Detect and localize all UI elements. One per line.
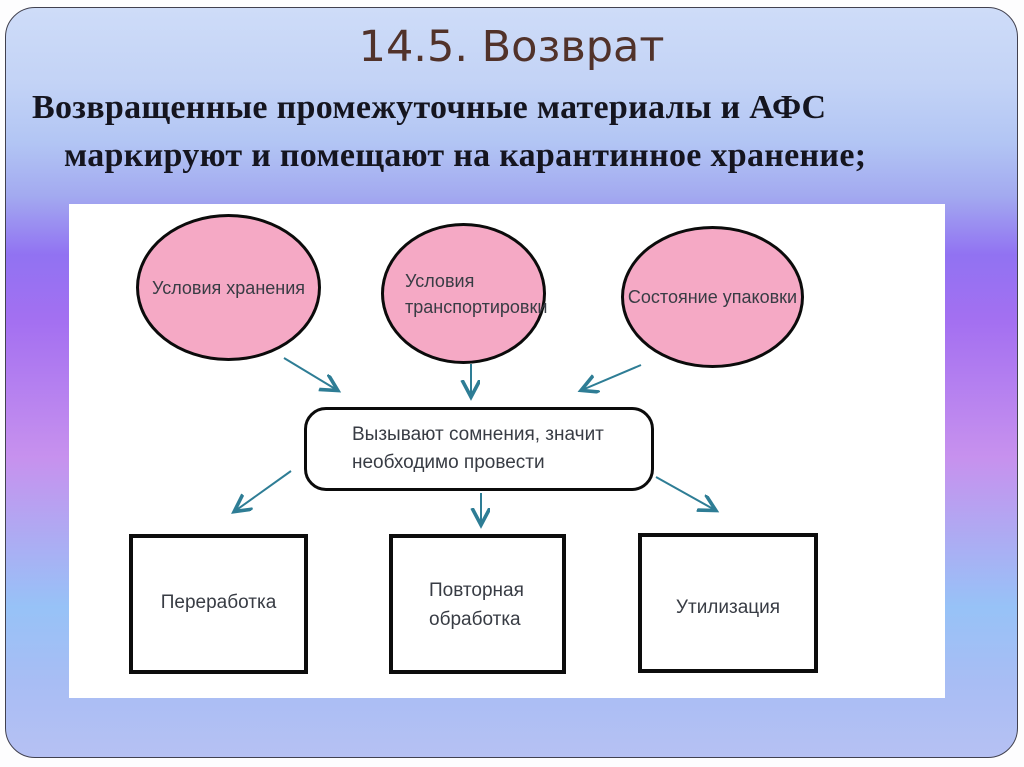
decision-label: Вызывают сомнения, значит необходимо про… (352, 424, 604, 473)
condition-ellipse-storage: Условия хранения (136, 214, 321, 361)
outcome-box-reprocessing: Повторная обработка (389, 534, 566, 674)
body-line-1: Возвращенные промежуточные материалы и А… (32, 89, 827, 126)
arrow-decision-to-disposal (655, 476, 715, 510)
condition-label: Состояние упаковки (627, 287, 798, 307)
arrow-storage-to-decision (283, 357, 337, 390)
outcome-label: Переработка (160, 592, 277, 613)
outcome-box-recycling: Переработка (129, 534, 308, 674)
diagram-panel: Условия хранения Условия транспортировки… (69, 204, 945, 698)
slide-body-paragraph: Возвращенные промежуточные материалы и А… (32, 84, 982, 180)
condition-ellipse-transport: Условия транспортировки (381, 223, 548, 364)
body-line-2: маркируют и помещают на карантинное хран… (64, 137, 867, 174)
decision-box: Вызывают сомнения, значит необходимо про… (304, 407, 654, 491)
outcome-box-disposal: Утилизация (638, 533, 818, 673)
arrow-packaging-to-decision (582, 364, 642, 390)
slide-title: 14.5. Возврат (358, 22, 665, 72)
condition-label: Условия транспортировки (405, 270, 548, 317)
condition-label: Условия хранения (151, 277, 306, 298)
outcome-label: Утилизация (675, 597, 781, 618)
condition-ellipse-packaging: Состояние упаковки (621, 226, 804, 368)
slide: 14.5. Возврат Возвращенные промежуточные… (5, 7, 1018, 758)
arrow-decision-to-recycling (235, 470, 292, 511)
outcome-label: Повторная обработка (429, 580, 524, 630)
